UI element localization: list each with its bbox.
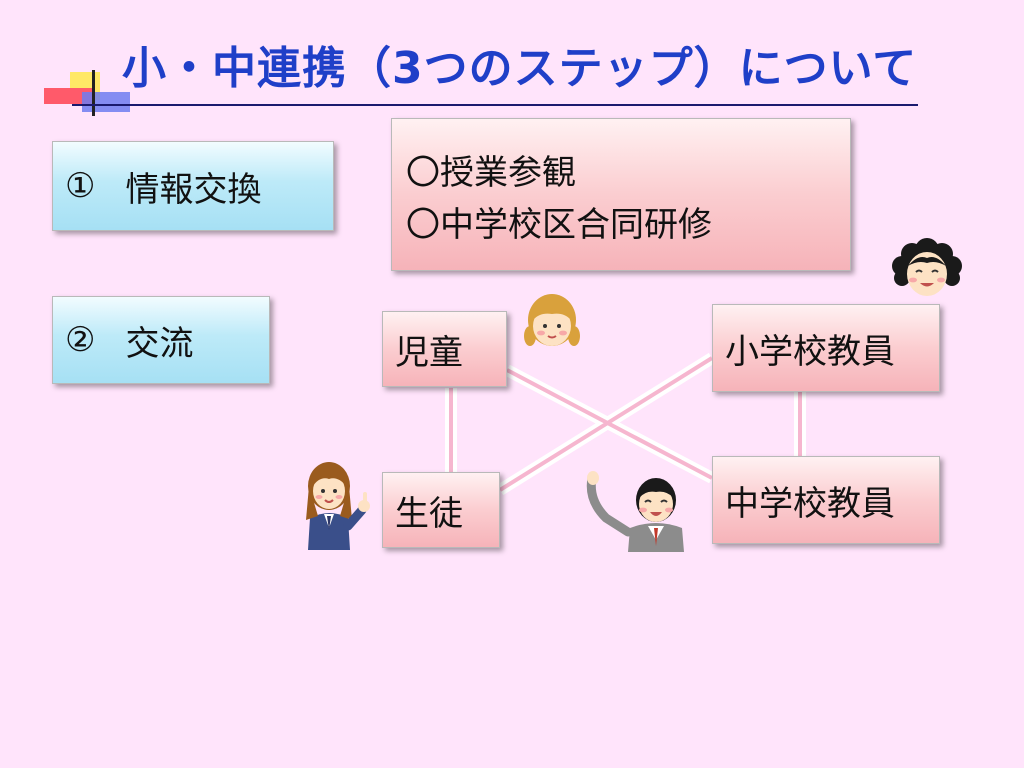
title-decoration xyxy=(44,70,130,116)
node-junior-high-teacher: 中学校教員 xyxy=(712,456,940,544)
girl-face-icon xyxy=(524,294,580,346)
detail-joint-training: 〇中学校区合同研修 xyxy=(406,205,712,245)
title-underline xyxy=(72,104,918,106)
node-student: 生徒 xyxy=(382,472,500,548)
teacher-woman-face-icon xyxy=(892,238,962,296)
info-exchange-details: 〇授業参観 〇中学校区合同研修 xyxy=(391,118,851,271)
step-2-label: 交流 xyxy=(125,323,194,364)
node-elementary-teacher: 小学校教員 xyxy=(712,304,940,392)
step-2-number: ② xyxy=(65,320,96,360)
student-girl-icon xyxy=(306,462,370,550)
teacher-man-waving-icon xyxy=(586,471,684,552)
step-1-number: ① xyxy=(65,166,96,206)
step-1-box: ① 情報交換 xyxy=(52,141,334,231)
slide-title: 小・中連携（3つのステップ）について xyxy=(122,43,918,94)
step-2-box: ② 交流 xyxy=(52,296,270,384)
node-child: 児童 xyxy=(382,311,507,387)
step-1-label: 情報交換 xyxy=(125,169,262,210)
detail-lesson-observation: 〇授業参観 xyxy=(406,153,576,193)
